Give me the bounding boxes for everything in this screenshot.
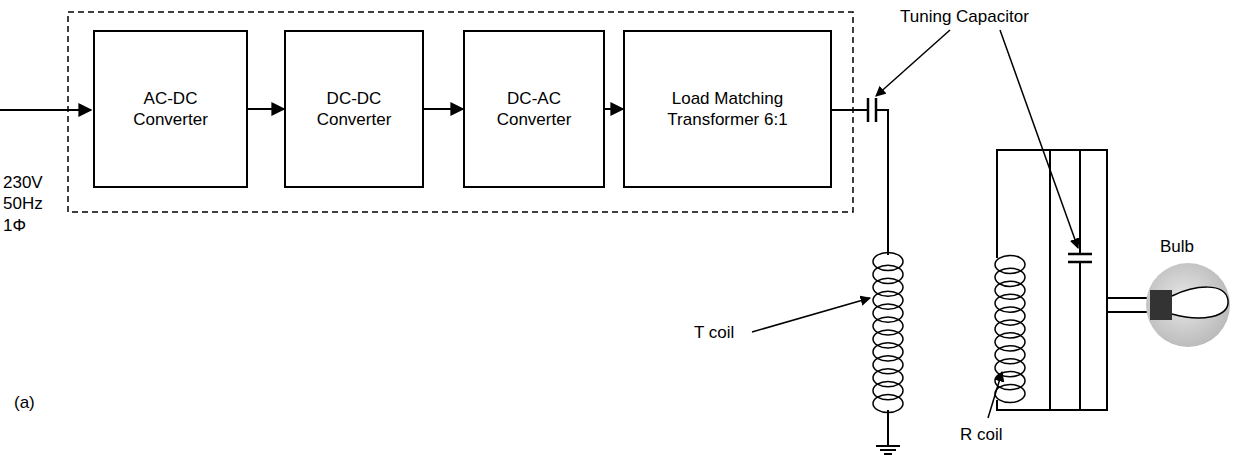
part-name: Bulb [1160, 236, 1220, 257]
bulb-glass [1172, 287, 1228, 318]
flow-arrow [248, 108, 284, 110]
coil-winding [873, 395, 903, 413]
figure-tag: (a) [14, 392, 54, 413]
flow-arrow [605, 108, 623, 110]
leader-line [752, 298, 870, 332]
ground-symbol [880, 449, 896, 451]
leader-line [988, 372, 1002, 418]
t-coil-symbol [873, 252, 903, 412]
input-wire [0, 109, 91, 111]
bulb-base [1150, 290, 1172, 320]
part-name: T coil [694, 322, 754, 343]
leader-line [1000, 30, 1078, 248]
converter-box: DC-DC Converter [284, 30, 424, 188]
box-label: Load Matching Transformer 6:1 [653, 88, 803, 131]
flow-arrow [424, 108, 463, 110]
bulb-wire [1107, 297, 1150, 299]
capacitor-plate [1068, 253, 1092, 256]
rx-wire [997, 150, 1107, 410]
coil-winding [995, 385, 1025, 403]
box-label: AC-DC Converter [111, 88, 231, 131]
dashed-enclosure [68, 12, 853, 212]
ground-symbol [876, 445, 900, 447]
rx-wire [1079, 262, 1081, 410]
rx-wire [1049, 150, 1051, 410]
ground-symbol [884, 453, 892, 455]
box-label: DC-AC Converter [474, 88, 594, 131]
rx-wire [1079, 150, 1081, 254]
converter-box: AC-DC Converter [93, 30, 248, 188]
capacitor-plate [867, 98, 870, 122]
box-label: DC-DC Converter [294, 88, 414, 131]
supply-label: 230V 50Hz 1Φ [3, 172, 47, 236]
tx-wire [876, 110, 888, 255]
output-wire [832, 109, 868, 111]
bulb-wire [1107, 311, 1150, 313]
leader-line [876, 30, 950, 96]
tx-ground-wire [887, 410, 889, 446]
converter-box: DC-AC Converter [463, 30, 605, 188]
bulb-glow [1146, 263, 1230, 347]
converter-box: Load Matching Transformer 6:1 [623, 30, 832, 188]
part-name: Tuning Capacitor [900, 6, 1070, 27]
capacitor-plate [1068, 261, 1092, 264]
part-name: R coil [960, 424, 1030, 445]
